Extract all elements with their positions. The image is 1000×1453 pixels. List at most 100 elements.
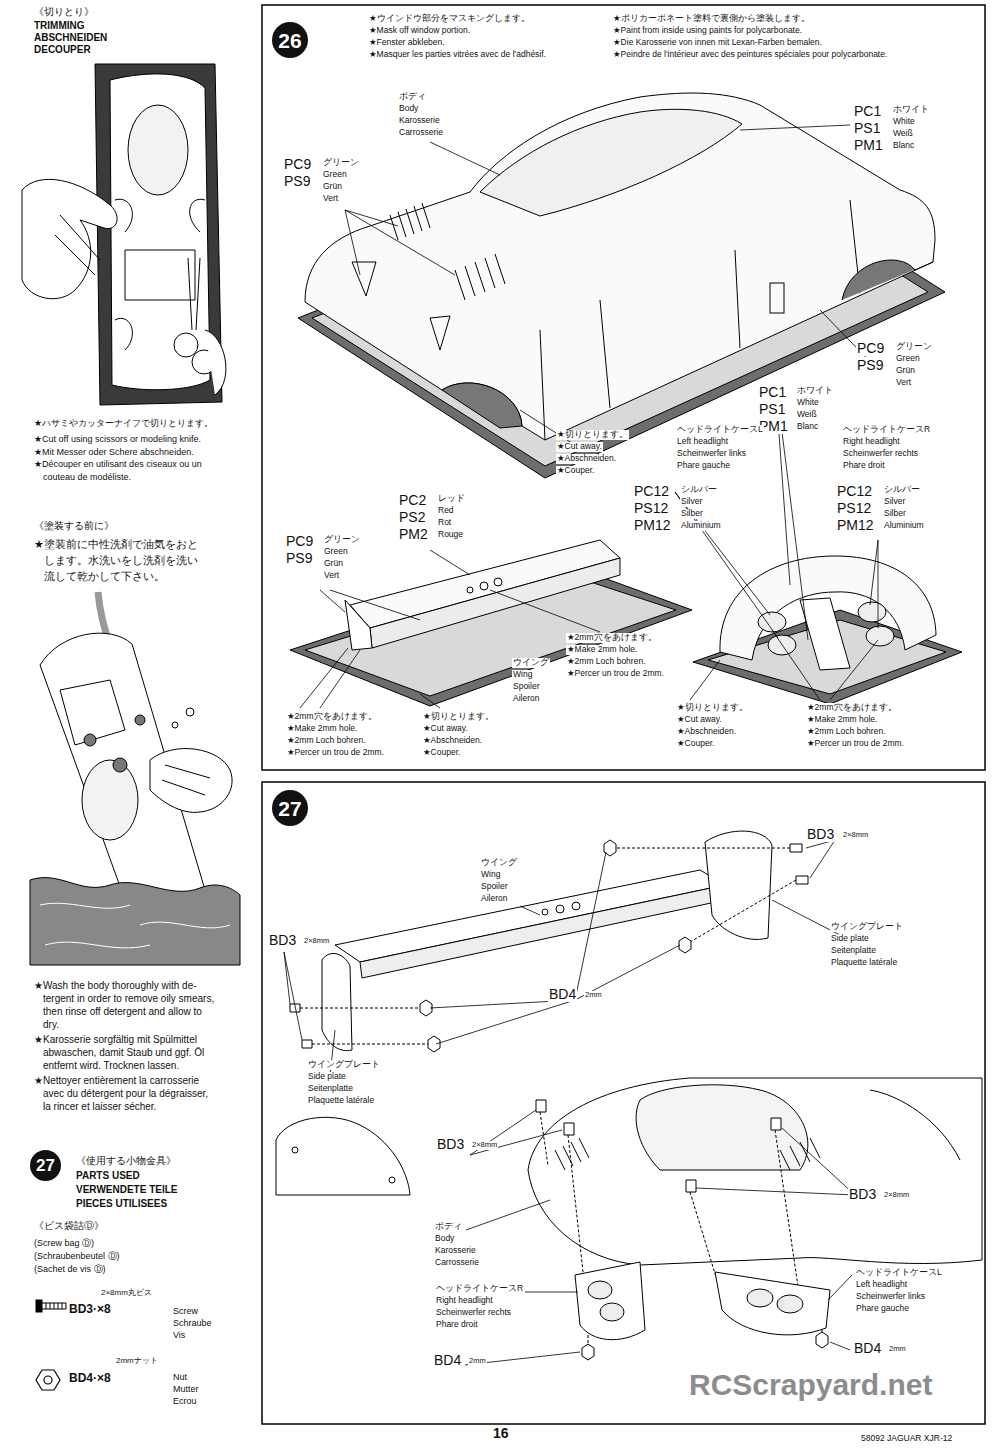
wing-drawing bbox=[467, 587, 473, 593]
headlight-drawing bbox=[858, 602, 886, 622]
part-label: ウイングプレート bbox=[830, 922, 904, 932]
part-label: Aluminium bbox=[680, 521, 722, 531]
leader-line bbox=[675, 492, 778, 638]
body-drawing bbox=[430, 316, 450, 350]
part-label: Aileron bbox=[480, 894, 508, 904]
part-label: レッド bbox=[437, 494, 466, 504]
leader-line bbox=[575, 852, 606, 1000]
part-label: PC9 bbox=[283, 156, 312, 172]
part-label: Green bbox=[895, 354, 921, 364]
part-label: Side plate bbox=[307, 1072, 347, 1082]
body-drawing bbox=[305, 93, 935, 440]
part-label: シルバー bbox=[680, 485, 718, 495]
leader-line bbox=[345, 210, 455, 275]
step-panel bbox=[262, 5, 985, 1424]
part-label: シルバー bbox=[883, 485, 921, 495]
part-label: Schraube bbox=[172, 1318, 213, 1328]
leader-line bbox=[575, 945, 680, 1000]
trimming-drawing bbox=[115, 199, 132, 232]
part-label: Aileron bbox=[512, 694, 540, 704]
part-label: PM12 bbox=[633, 517, 672, 533]
trimming-drawing bbox=[22, 64, 226, 405]
part-label: Phare droit bbox=[435, 1320, 479, 1330]
screw-icon bbox=[36, 1300, 42, 1312]
wing-assembly-drawing bbox=[360, 885, 725, 978]
body-assembly-drawing bbox=[775, 1130, 800, 1300]
part-label: ★Karosserie sorgfältig mit Spülmittel bbox=[33, 1034, 198, 1046]
leader-line bbox=[430, 142, 500, 175]
leader-line bbox=[828, 1275, 852, 1300]
part-label: ★切りとります。 bbox=[676, 703, 749, 713]
part-label: PM12 bbox=[836, 517, 875, 533]
part-label: avec du détergent pour la dégraisser, bbox=[42, 1088, 209, 1100]
leader-line bbox=[284, 840, 855, 1365]
part-label: ★2mm Loch bohren. bbox=[806, 727, 887, 737]
part-label: Blanc bbox=[796, 422, 819, 432]
part-label: ★Paint from inside using paints for poly… bbox=[612, 26, 803, 36]
part-label: Vis bbox=[172, 1330, 186, 1340]
part-label: ホワイト bbox=[892, 105, 930, 115]
wing-drawing bbox=[290, 540, 692, 706]
part-label: ★Percer un trou de 2mm. bbox=[566, 669, 665, 679]
step-number: 27 bbox=[272, 790, 308, 826]
step-number-text: 27 bbox=[36, 1157, 55, 1174]
leader-line bbox=[465, 1352, 580, 1365]
trimming-drawing bbox=[55, 215, 100, 275]
leader-line bbox=[470, 1110, 536, 1155]
leader-line bbox=[830, 640, 878, 700]
step-number: 26 bbox=[272, 22, 308, 58]
part-label: PC1 bbox=[758, 384, 787, 400]
part-label: PS12 bbox=[836, 500, 872, 516]
part-label: Silver bbox=[883, 497, 906, 507]
part-label: ヘッドライトケースR bbox=[435, 1284, 524, 1294]
part-label: ★Make 2mm hole. bbox=[286, 724, 358, 734]
part-label: Scheinwerfer rechts bbox=[435, 1308, 512, 1318]
part-label: ★ウインドウ部分をマスキングします。 bbox=[368, 14, 531, 24]
wing-assembly-drawing bbox=[302, 1040, 312, 1048]
part-label: Phare droit bbox=[842, 461, 886, 471]
part-label: VERWENDETE TEILE bbox=[75, 1184, 179, 1196]
part-label: then rinse off detergent and allow to bbox=[42, 1006, 203, 1018]
part-label: Silber bbox=[883, 509, 907, 519]
leader-line bbox=[284, 952, 302, 1040]
body-assembly-drawing bbox=[686, 1180, 696, 1192]
part-label: ボディ bbox=[398, 92, 427, 102]
part-label: Plaquette latérale bbox=[307, 1096, 375, 1106]
wing-assembly-drawing bbox=[556, 905, 564, 913]
wing-assembly-drawing bbox=[300, 848, 796, 1044]
part-label: ★切りとります。 bbox=[422, 712, 495, 722]
part-label: ★塗装前に中性洗剤で油気をおと bbox=[33, 538, 199, 551]
part-label: ★2mm穴をあけます。 bbox=[566, 633, 658, 643]
part-label: ★Abschneiden. bbox=[422, 736, 483, 746]
part-label: ★Die Karosserie von innen mit Lexan-Farb… bbox=[612, 38, 823, 48]
wing-assembly-drawing bbox=[322, 953, 352, 1050]
part-label: PC12 bbox=[836, 483, 873, 499]
part-label: BD3·×8 bbox=[68, 1303, 112, 1317]
part-label: Karosserie bbox=[398, 116, 441, 126]
part-label: Vert bbox=[895, 378, 912, 388]
part-label: ★2mm穴をあけます。 bbox=[806, 703, 898, 713]
leader-line bbox=[470, 1130, 562, 1155]
part-label: ★Make 2mm hole. bbox=[806, 715, 878, 725]
part-label: ★2mm穴をあけます。 bbox=[286, 712, 378, 722]
body-assembly-drawing bbox=[715, 1272, 830, 1335]
trimming-drawing bbox=[110, 74, 210, 390]
part-label: ★ポリカーボネート塗料で裏側から塗装します。 bbox=[612, 14, 811, 24]
body-assembly-drawing bbox=[870, 1090, 960, 1160]
part-label: ★切りとります。 bbox=[556, 430, 629, 440]
wing-assembly-drawing bbox=[679, 937, 691, 953]
part-label: BD3 bbox=[806, 826, 835, 842]
washing-drawing bbox=[162, 765, 210, 795]
leader-line bbox=[525, 1292, 578, 1293]
part-label: Wing bbox=[512, 670, 533, 680]
part-label: (Screw bag Ⓓ) bbox=[33, 1238, 95, 1248]
leader-line bbox=[782, 1128, 855, 1195]
part-label: entfernt wird. Trocknen lassen. bbox=[42, 1060, 180, 1072]
part-label: Vert bbox=[323, 571, 340, 581]
trimming-drawing bbox=[174, 333, 198, 357]
part-label: Mutter bbox=[172, 1384, 200, 1394]
part-label: PS1 bbox=[853, 120, 881, 136]
part-label: (Sachet de vis Ⓓ) bbox=[33, 1264, 107, 1274]
body-assembly-drawing bbox=[564, 1123, 574, 1135]
part-label: Phare gauche bbox=[676, 461, 731, 471]
